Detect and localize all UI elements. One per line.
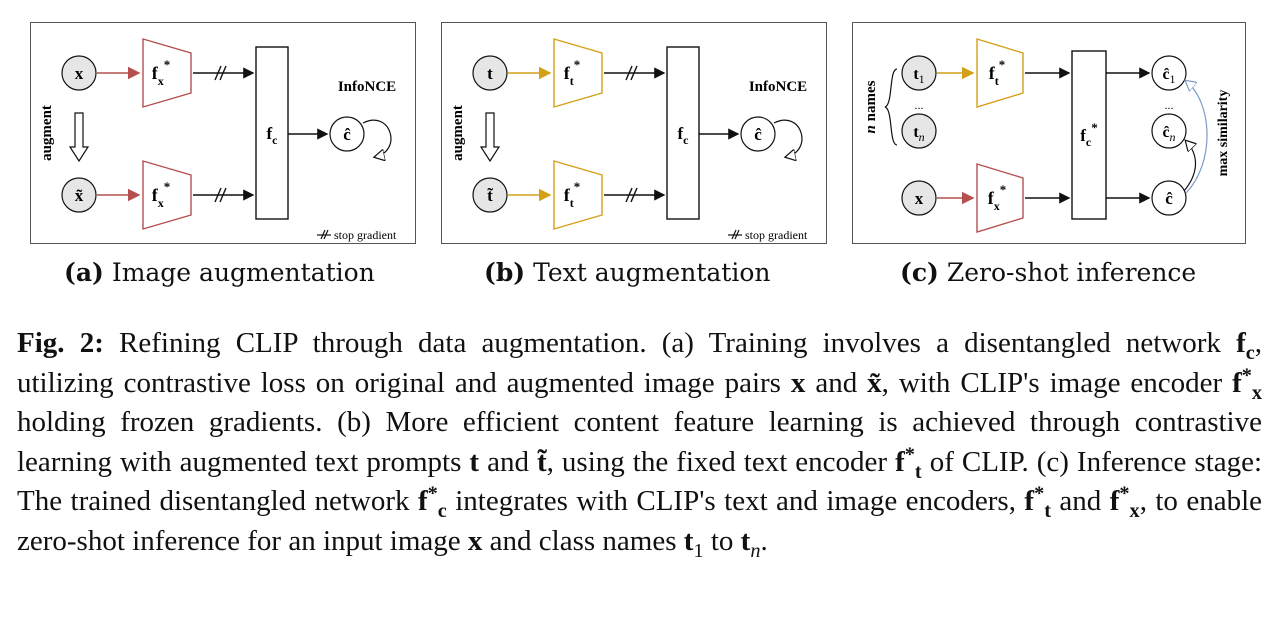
output-node-c-hat: [1151, 180, 1187, 216]
svg-text:t1: t1: [913, 66, 924, 86]
subcaption-b: (b) Text augmentation: [484, 258, 771, 287]
max-similarity-label: max similarity: [1216, 90, 1231, 177]
svg-text:ĉ: ĉ: [1165, 189, 1173, 208]
diagram-b: augment t t̃ ft* ft* fc ĉ InfoNCE: [450, 38, 808, 242]
brace-icon: [884, 68, 898, 146]
loop-arrow-icon: [773, 119, 803, 157]
text-encoder-top: [553, 38, 603, 108]
loss-label: InfoNCE: [749, 79, 807, 95]
svg-text:fc: fc: [678, 124, 690, 147]
augment-label: augment: [450, 105, 466, 161]
network-box-fc: [255, 46, 289, 220]
diagram-c: n names t1 ... tn x ft* fx* fc*: [863, 38, 1231, 233]
network-box-fc-star: [1071, 50, 1107, 220]
text-encoder-bottom: [553, 160, 603, 230]
augment-arrow-icon: [479, 112, 501, 163]
figure-caption: Fig. 2: Refining CLIP through data augme…: [17, 327, 1263, 562]
panel-zero-shot-inference: n names t1 ... tn x ft* fx* fc*: [852, 22, 1246, 244]
dots-right: ...: [1165, 98, 1174, 112]
similarity-arrow-cn: [1183, 141, 1196, 192]
svg-text:fx*: fx*: [152, 57, 171, 88]
similarity-arrow-c1: [1186, 81, 1208, 194]
names-label: n names: [863, 80, 879, 133]
svg-text:ĉ1: ĉ1: [1162, 66, 1175, 86]
input-node-t-tilde: [472, 177, 508, 213]
augment-arrow-icon: [68, 112, 90, 163]
panel-text-augmentation: augment t t̃ ft* ft* fc ĉ InfoNCE: [441, 22, 827, 244]
svg-text:fc*: fc*: [1080, 120, 1098, 149]
svg-text:t: t: [487, 64, 493, 83]
svg-text:ft*: ft*: [564, 57, 581, 88]
dots-left: ...: [915, 98, 924, 112]
svg-text:tn: tn: [913, 124, 924, 144]
image-encoder-bottom: [142, 160, 192, 230]
subcaption-c: (c) Zero-shot inference: [900, 258, 1197, 287]
figure: augment x x̃ fx* fx* fc: [0, 0, 1284, 287]
output-node-cn: [1151, 113, 1187, 149]
svg-text:ft*: ft*: [564, 179, 581, 210]
network-box-fc: [666, 46, 700, 220]
panel-image-augmentation: augment x x̃ fx* fx* fc: [30, 22, 416, 244]
input-x-tilde-label: x̃: [75, 186, 84, 205]
name-node-tn: [901, 113, 937, 149]
name-node-t1: [901, 55, 937, 91]
figure-label: Fig. 2:: [17, 327, 104, 359]
input-node-x: [61, 55, 97, 91]
output-node-c-hat: [740, 116, 776, 152]
augment-label: augment: [39, 105, 55, 161]
stop-gradient-legend: stop gradient: [745, 228, 808, 242]
svg-text:fx*: fx*: [152, 179, 171, 210]
input-node-x-tilde: [61, 177, 97, 213]
loop-arrow-icon: [362, 119, 392, 157]
svg-text:ĉn: ĉn: [1162, 124, 1175, 144]
loss-label: InfoNCE: [338, 79, 396, 95]
svg-text:x: x: [915, 189, 924, 208]
svg-text:t̃: t̃: [487, 186, 493, 205]
image-encoder-top: [142, 38, 192, 108]
svg-text:fx*: fx*: [988, 182, 1007, 213]
svg-text:ft*: ft*: [989, 57, 1006, 88]
image-encoder: [976, 163, 1024, 233]
svg-text:fc: fc: [267, 124, 279, 147]
svg-text:ĉ: ĉ: [343, 125, 351, 144]
input-x-label: x: [75, 64, 84, 83]
input-node-t: [472, 55, 508, 91]
output-node-c1: [1151, 55, 1187, 91]
text-encoder: [976, 38, 1024, 108]
input-node-x: [901, 180, 937, 216]
subcaption-a: (a) Image augmentation: [64, 258, 375, 287]
svg-text:ĉ: ĉ: [754, 125, 762, 144]
stop-gradient-legend: stop gradient: [334, 228, 397, 242]
diagram-a: augment x x̃ fx* fx* fc: [39, 38, 397, 242]
output-node-c-hat: [329, 116, 365, 152]
